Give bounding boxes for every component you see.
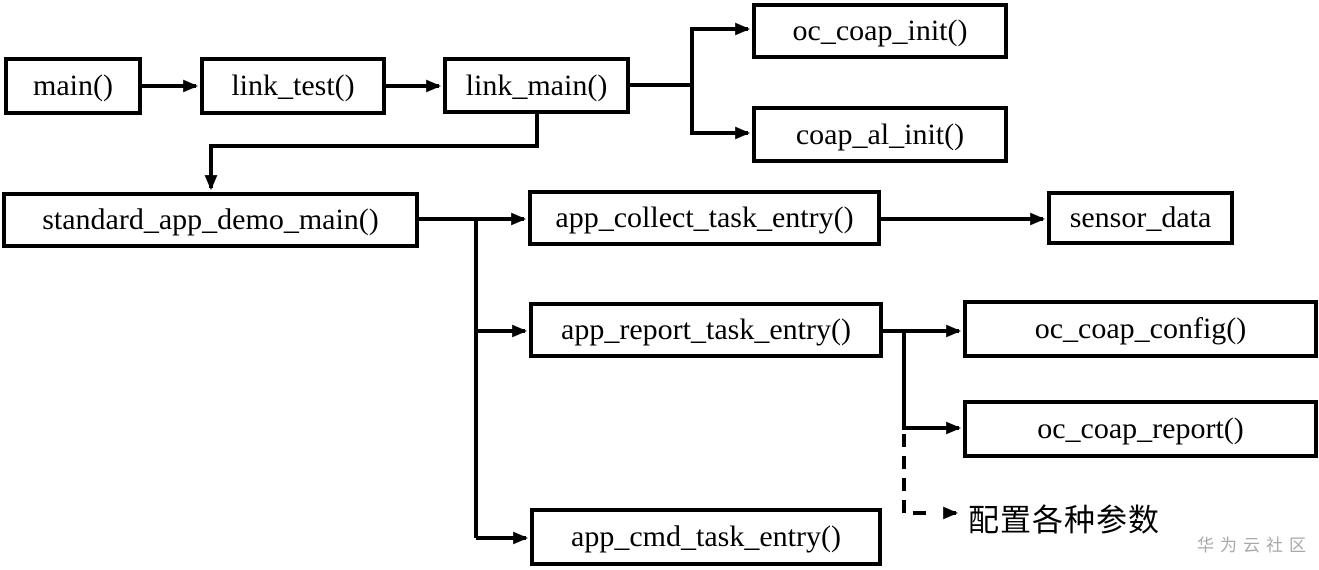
node-sensor-data: sensor_data	[1047, 191, 1234, 245]
edge-dashed-to-annotation	[902, 434, 934, 515]
node-link-test: link_test()	[200, 57, 386, 115]
node-main: main()	[4, 57, 142, 115]
node-oc-coap-report: oc_coap_report()	[963, 400, 1318, 458]
edge-link-main-to-standard	[204, 113, 539, 191]
node-app-report-task-entry: app_report_task_entry()	[529, 302, 883, 358]
node-link-main: link_main()	[443, 57, 630, 114]
node-standard-app-demo-main: standard_app_demo_main()	[2, 192, 419, 248]
node-oc-coap-config: oc_coap_config()	[963, 300, 1318, 358]
annotation-config-params: 配置各种参数	[968, 503, 1160, 538]
node-oc-coap-init: oc_coap_init()	[752, 3, 1008, 59]
node-app-cmd-task-entry: app_cmd_task_entry()	[530, 508, 882, 566]
node-app-collect-task-entry: app_collect_task_entry()	[528, 190, 881, 246]
node-coap-al-init: coap_al_init()	[752, 106, 1008, 163]
watermark-huawei-cloud-community: 华为云社区	[1197, 536, 1312, 555]
